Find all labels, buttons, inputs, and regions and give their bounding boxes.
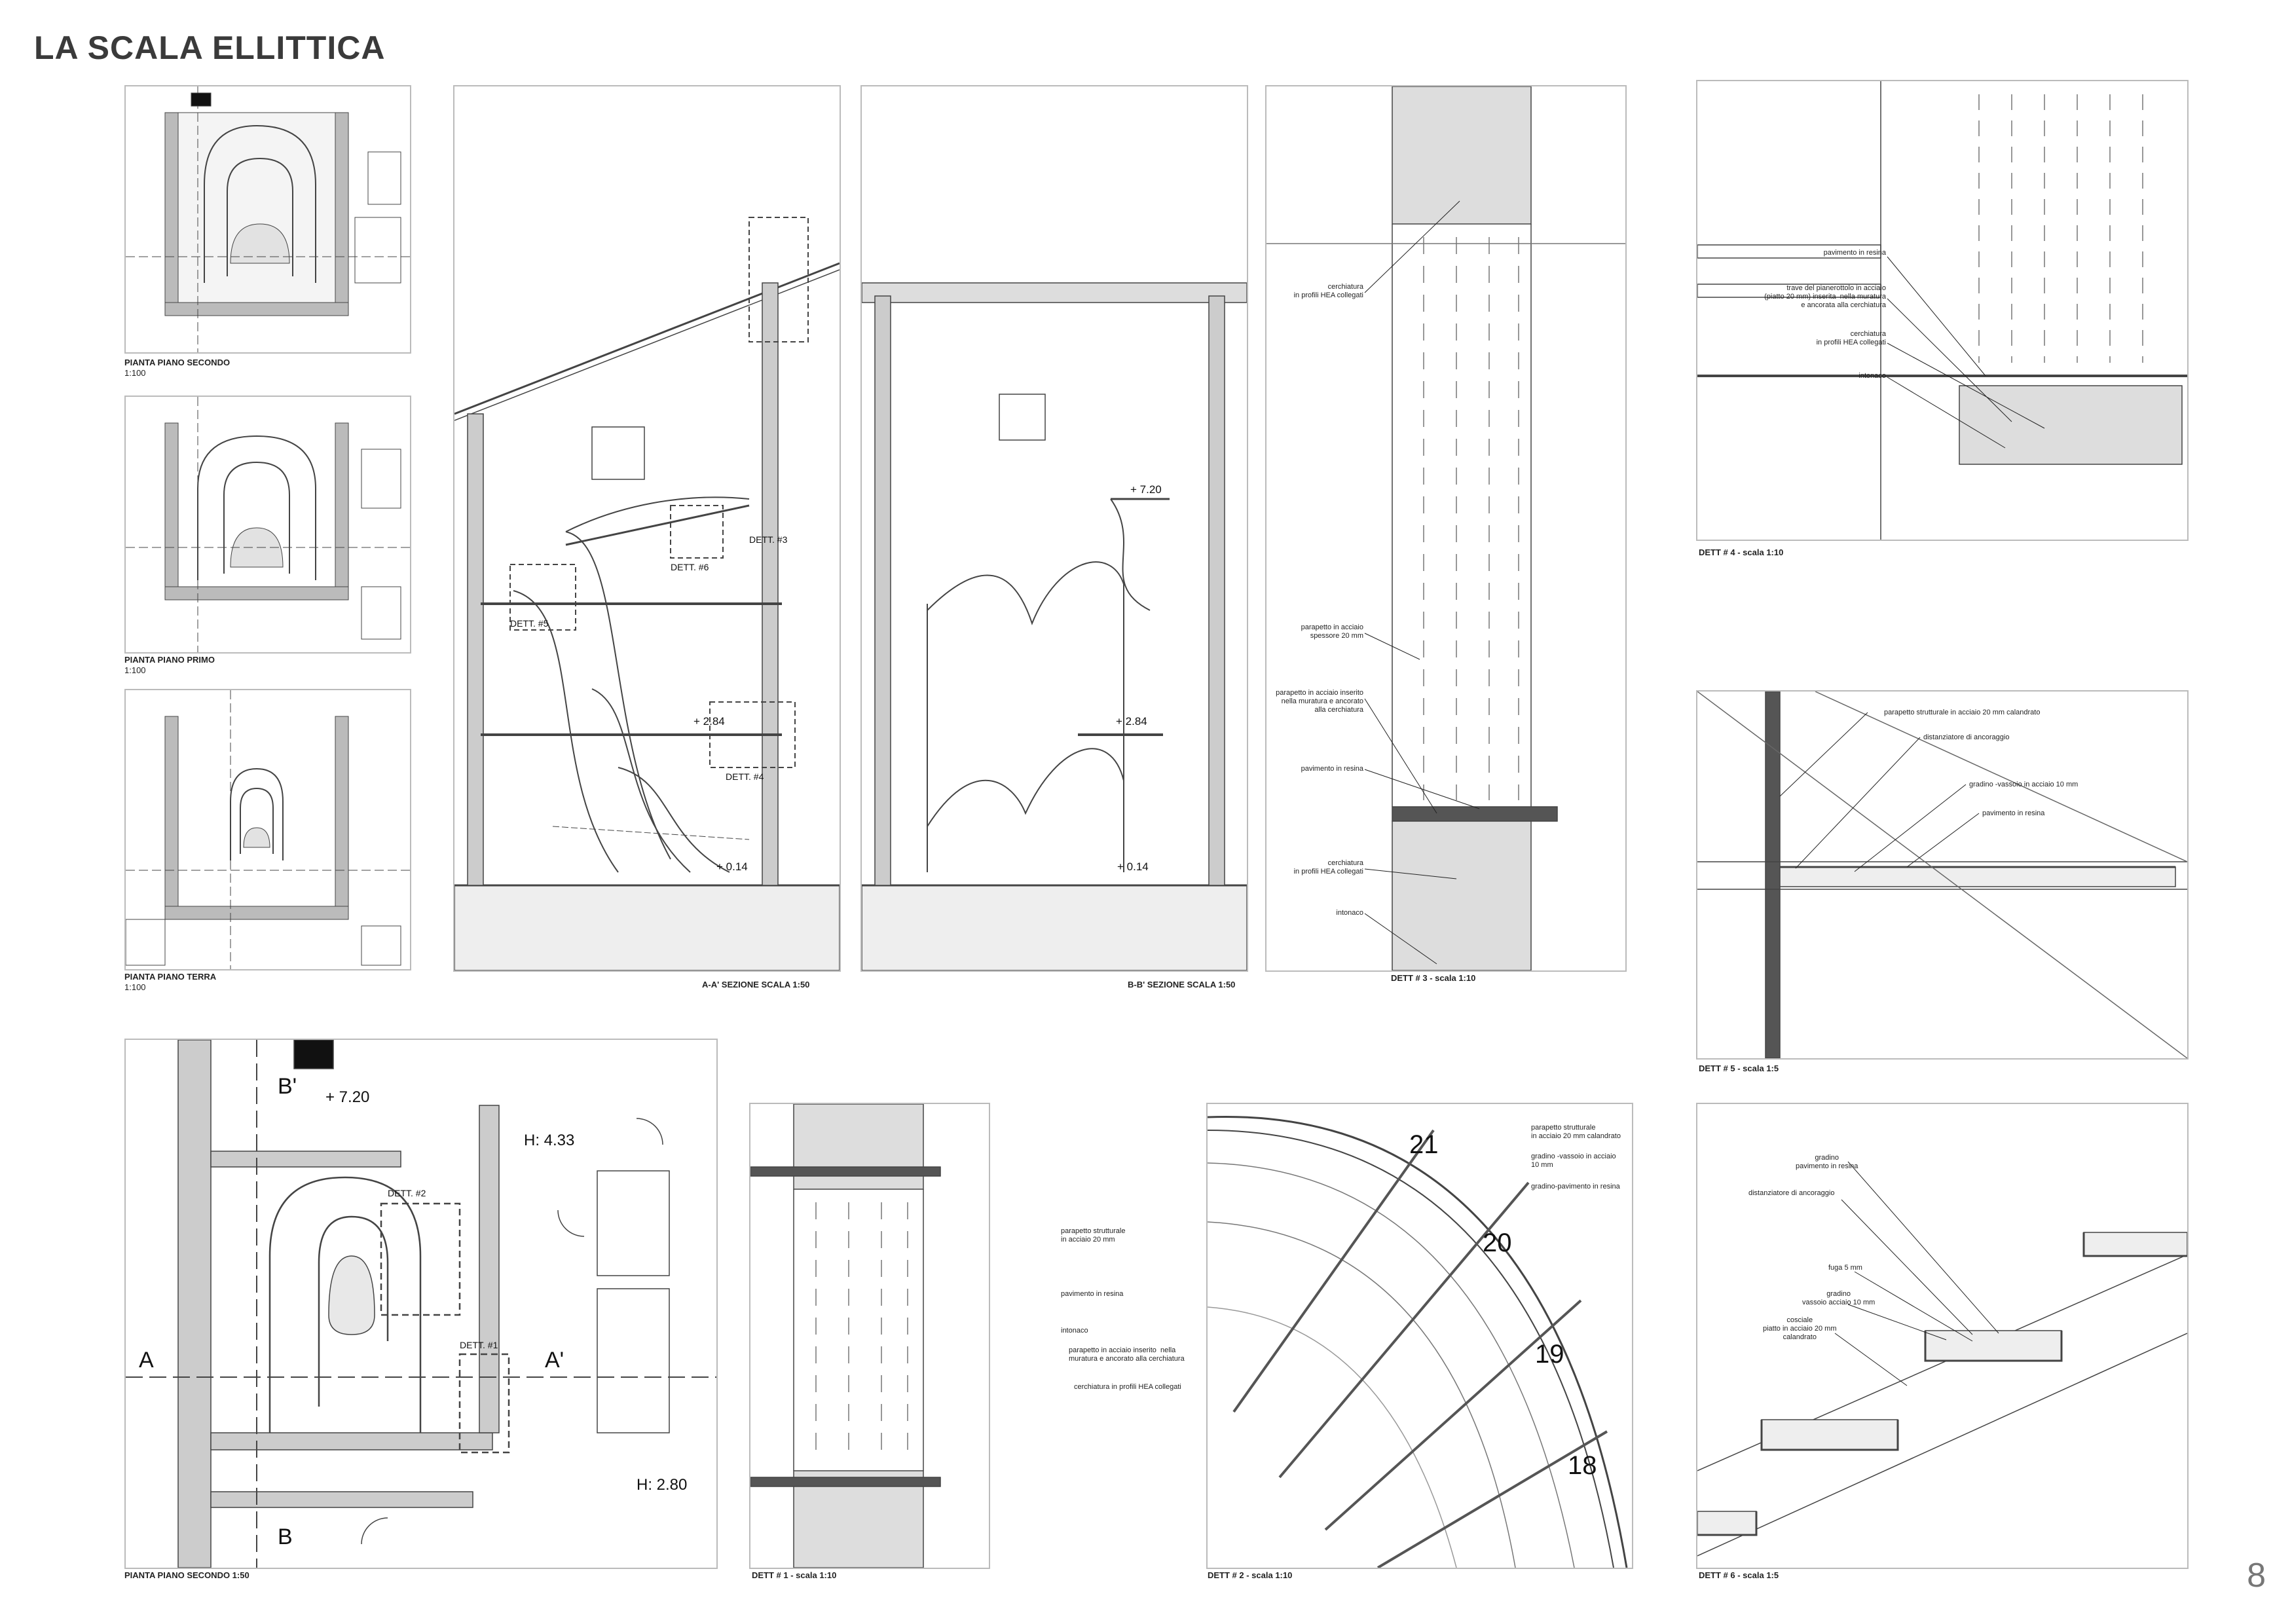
detail-3-drawing bbox=[1266, 86, 1625, 970]
detail-5-ann-4: pavimento in resina bbox=[1982, 809, 2045, 817]
detail-4-drawing bbox=[1697, 81, 2187, 540]
detail-6-ann-3: fuga 5 mm bbox=[1828, 1264, 1862, 1272]
detail-2-ann-1: parapetto strutturale in acciaio 20 mm c… bbox=[1531, 1124, 1621, 1140]
detail-3-ann-6: intonaco bbox=[1336, 909, 1363, 917]
detail-1-caption: DETT # 1 - scala 1:10 bbox=[752, 1570, 837, 1580]
plan-second-floor-large: A A' B' B + 7.20 H: 4.33 H: 2.80 DETT. #… bbox=[124, 1039, 718, 1569]
plan-second-floor-small bbox=[124, 85, 411, 354]
detail-2: 21 20 19 18 bbox=[1206, 1103, 1633, 1569]
section-aa-level-base: + 0.14 bbox=[716, 860, 748, 873]
plan-first-small-caption: PIANTA PIANO PRIMO 1:100 bbox=[124, 655, 215, 675]
plan-large-h280: H: 2.80 bbox=[637, 1476, 688, 1494]
plan-large-dett1: DETT. #1 bbox=[460, 1340, 498, 1350]
section-aa-level-mid: + 2.84 bbox=[693, 715, 725, 728]
plan-large-level-720: + 7.20 bbox=[325, 1088, 370, 1106]
detail-6-drawing bbox=[1697, 1161, 2187, 1557]
detail-3-caption: DETT # 3 - scala 1:10 bbox=[1391, 973, 1476, 983]
detail-2-step-18: 18 bbox=[1568, 1451, 1597, 1480]
plan-second-large-drawing bbox=[126, 1040, 716, 1568]
detail-5: parapetto strutturale in acciaio 20 mm c… bbox=[1696, 690, 2189, 1060]
detail-1-ann-5: cerchiatura in profili HEA collegati bbox=[1074, 1383, 1181, 1391]
detail-5-ann-1: parapetto strutturale in acciaio 20 mm c… bbox=[1884, 709, 2041, 716]
detail-6-ann-1: gradino pavimento in resina bbox=[1796, 1154, 1858, 1170]
plan-second-large-caption: PIANTA PIANO SECONDO 1:50 bbox=[124, 1570, 250, 1580]
plan-large-label-b-prime: B' bbox=[278, 1074, 297, 1099]
plan-second-small-caption: PIANTA PIANO SECONDO 1:100 bbox=[124, 358, 231, 378]
section-aa-dett6: DETT. #6 bbox=[671, 562, 709, 572]
section-aa: DETT. #3 DETT. #6 DETT. #5 DETT. #4 + 2.… bbox=[453, 85, 841, 972]
page-title: LA SCALA ELLITTICA bbox=[34, 29, 386, 66]
detail-3-ann-2: parapetto in acciaio spessore 20 mm bbox=[1301, 623, 1363, 640]
section-bb-level-base: + 0.14 bbox=[1117, 860, 1149, 873]
detail-3-ann-5: cerchiatura in profili HEA collegati bbox=[1293, 859, 1363, 876]
detail-5-caption: DETT # 5 - scala 1:5 bbox=[1699, 1063, 1779, 1073]
detail-4-ann-1: pavimento in resina bbox=[1823, 249, 1886, 257]
detail-1-ann-1: parapetto strutturale in acciaio 20 mm bbox=[1061, 1227, 1126, 1244]
detail-1-ann-2: pavimento in resina bbox=[1061, 1290, 1124, 1298]
section-bb: + 7.20 + 2.84 + 0.14 bbox=[860, 85, 1248, 972]
section-bb-level-top: + 7.20 bbox=[1130, 483, 1162, 496]
plan-large-label-a: A bbox=[139, 1348, 154, 1373]
detail-6-ann-4: gradino vassoio acciaio 10 mm bbox=[1802, 1290, 1876, 1306]
detail-3-ann-1: cerchiatura in profili HEA collegati bbox=[1293, 283, 1363, 299]
detail-2-step-19: 19 bbox=[1535, 1340, 1564, 1369]
plan-large-label-a-prime: A' bbox=[545, 1348, 564, 1373]
detail-5-ann-3: gradino -vassoio in acciaio 10 mm bbox=[1969, 781, 2079, 788]
section-bb-level-mid: + 2.84 bbox=[1116, 715, 1147, 728]
plan-second-small-drawing bbox=[126, 86, 410, 352]
detail-3: cerchiatura in profili HEA collegati par… bbox=[1265, 85, 1627, 972]
detail-2-step-21: 21 bbox=[1409, 1130, 1439, 1159]
detail-1-ann-3: intonaco bbox=[1061, 1327, 1088, 1335]
detail-5-ann-2: distanziatore di ancoraggio bbox=[1923, 733, 2010, 741]
detail-2-step-20: 20 bbox=[1483, 1228, 1512, 1257]
detail-6: gradino pavimento in resina distanziator… bbox=[1696, 1103, 2189, 1569]
detail-1-ann-4: parapetto in acciaio inserito nella mura… bbox=[1069, 1346, 1185, 1363]
detail-4: pavimento in resina trave del pianerotto… bbox=[1696, 80, 2189, 541]
section-aa-dett5: DETT. #5 bbox=[510, 618, 549, 629]
plan-first-floor-small bbox=[124, 396, 411, 654]
detail-2-drawing bbox=[1208, 1115, 1628, 1568]
detail-2-caption: DETT # 2 - scala 1:10 bbox=[1208, 1570, 1293, 1580]
detail-1 bbox=[749, 1103, 990, 1569]
section-bb-caption: B-B' SEZIONE SCALA 1:50 bbox=[1128, 980, 1236, 989]
detail-1-drawing bbox=[750, 1104, 941, 1568]
detail-2-ann-2: gradino -vassoio in acciaio 10 mm bbox=[1531, 1153, 1616, 1169]
section-aa-dett3: DETT. #3 bbox=[749, 534, 788, 545]
detail-6-ann-2: distanziatore di ancoraggio bbox=[1748, 1189, 1835, 1197]
plan-large-label-b: B bbox=[278, 1524, 293, 1549]
page-number: 8 bbox=[2247, 1557, 2266, 1595]
detail-4-ann-4: intonaco bbox=[1858, 372, 1886, 380]
detail-6-caption: DETT # 6 - scala 1:5 bbox=[1699, 1570, 1779, 1580]
section-aa-caption: A-A' SEZIONE SCALA 1:50 bbox=[702, 980, 810, 989]
section-aa-dett4: DETT. #4 bbox=[726, 771, 764, 782]
plan-ground-small-caption: PIANTA PIANO TERRA 1:100 bbox=[124, 972, 217, 992]
plan-large-dett2: DETT. #2 bbox=[388, 1188, 426, 1198]
detail-3-ann-3: parapetto in acciaio inserito nella mura… bbox=[1276, 689, 1363, 714]
detail-2-ann-3: gradino-pavimento in resina bbox=[1531, 1183, 1620, 1190]
detail-4-ann-3: cerchiatura in profili HEA collegati bbox=[1816, 330, 1886, 346]
plan-ground-small-drawing bbox=[126, 690, 410, 969]
section-aa-drawing bbox=[454, 217, 840, 970]
detail-5-drawing bbox=[1697, 692, 2187, 1058]
section-bb-drawing bbox=[862, 282, 1247, 970]
detail-3-ann-4: pavimento in resina bbox=[1301, 765, 1363, 773]
detail-6-ann-5: cosciale piatto in acciaio 20 mm calandr… bbox=[1763, 1316, 1837, 1341]
plan-ground-floor-small bbox=[124, 689, 411, 970]
detail-4-ann-2: trave del pianerottolo in acciaio (piatt… bbox=[1764, 284, 1886, 309]
plan-large-h433: H: 4.33 bbox=[524, 1132, 575, 1149]
detail-4-caption: DETT # 4 - scala 1:10 bbox=[1699, 547, 1784, 557]
plan-first-small-drawing bbox=[126, 397, 410, 652]
